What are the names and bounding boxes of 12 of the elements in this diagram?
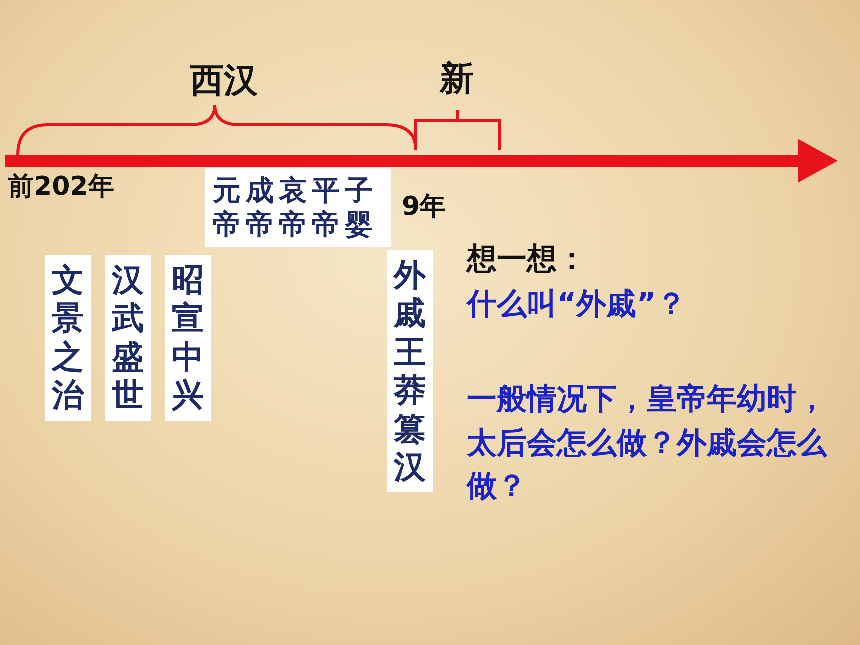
prompt-heading: 想一想： — [467, 243, 587, 278]
question-text: 什么叫“外戚”？ — [467, 288, 686, 322]
event-label: 文景之治 — [45, 255, 91, 421]
event-label: 元成哀平子帝帝帝帝婴 — [205, 168, 391, 248]
event-label: 汉武盛世 — [105, 255, 151, 421]
year-label: 前202年 — [8, 173, 114, 203]
year-label: 9年 — [402, 193, 446, 223]
period-label: 新 — [440, 60, 474, 100]
event-label: 昭宣中兴 — [165, 255, 211, 421]
question-text: 一般情况下，皇帝年幼时，太后会怎么做？外戚会怎么做？ — [467, 381, 827, 506]
event-label: 外戚王莽篡汉 — [387, 250, 433, 492]
period-label: 西汉 — [190, 62, 258, 102]
